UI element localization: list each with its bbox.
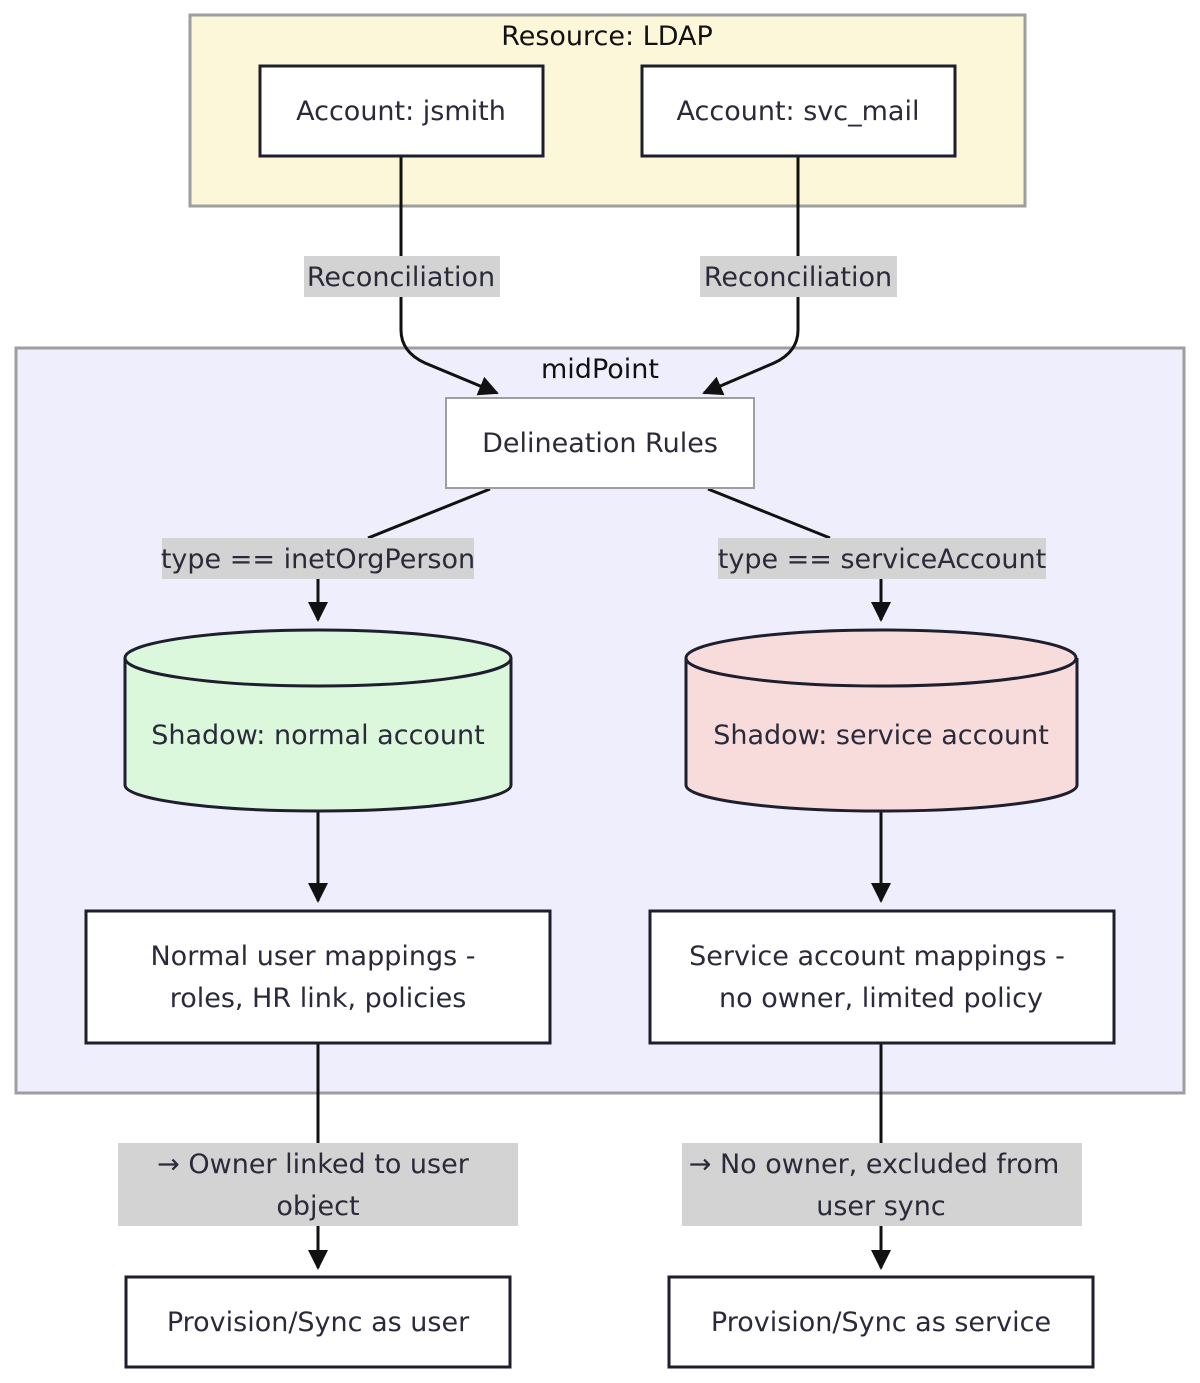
svg-text:type == inetOrgPerson: type == inetOrgPerson	[161, 544, 475, 575]
node-provision-sync-user[interactable]: Provision/Sync as user	[124, 1275, 512, 1369]
edge-delineation-to-shadow-service	[707, 487, 831, 540]
svg-text:object: object	[276, 1191, 359, 1222]
node-shadow-normal-account[interactable]: Shadow: normal account	[123, 628, 513, 813]
svg-text:Reconciliation: Reconciliation	[704, 262, 892, 293]
node-account-svc-mail-label: Account: svc_mail	[677, 96, 920, 127]
edge-label-owner-linked: → Owner linked to user object	[118, 1143, 518, 1226]
edge-delineation-to-shadow-normal	[367, 487, 491, 540]
node-shadow-service-account[interactable]: Shadow: service account	[684, 628, 1079, 813]
edge-label-type-person: type == inetOrgPerson	[161, 538, 475, 579]
svg-text:Reconciliation: Reconciliation	[307, 262, 495, 293]
node-provision-service-label: Provision/Sync as service	[711, 1307, 1051, 1338]
node-delineation-rules-label: Delineation Rules	[482, 428, 718, 459]
edge-label-type-service: type == serviceAccount	[718, 538, 1046, 579]
node-normal-user-mappings[interactable]: Normal user mappings - roles, HR link, p…	[84, 909, 552, 1045]
node-account-svc-mail[interactable]: Account: svc_mail	[640, 64, 957, 158]
svg-text:→ No owner, excluded from: → No owner, excluded from	[689, 1149, 1060, 1180]
edge-svcmail-to-delineation	[702, 157, 800, 396]
svg-text:type == serviceAccount: type == serviceAccount	[718, 544, 1046, 575]
node-service-mappings-line1: Service account mappings -	[689, 941, 1065, 972]
midpoint-title: midPoint	[541, 354, 659, 385]
edge-label-no-owner: → No owner, excluded from user sync	[682, 1143, 1082, 1226]
node-shadow-service-label: Shadow: service account	[713, 720, 1049, 751]
node-normal-mappings-line2: roles, HR link, policies	[170, 983, 467, 1014]
node-account-jsmith[interactable]: Account: jsmith	[258, 64, 545, 158]
node-service-account-mappings[interactable]: Service account mappings - no owner, lim…	[648, 909, 1116, 1045]
node-service-mappings-line2: no owner, limited policy	[719, 983, 1043, 1014]
resource-ldap-title: Resource: LDAP	[501, 21, 713, 52]
svg-text:→ Owner linked to user: → Owner linked to user	[157, 1149, 470, 1180]
node-normal-mappings-line1: Normal user mappings -	[150, 941, 475, 972]
node-provision-user-label: Provision/Sync as user	[167, 1307, 470, 1338]
edge-label-reconciliation-right: Reconciliation	[700, 256, 897, 297]
svg-text:user sync: user sync	[816, 1191, 945, 1222]
node-delineation-rules[interactable]: Delineation Rules	[445, 397, 755, 489]
node-account-jsmith-label: Account: jsmith	[296, 96, 506, 127]
node-provision-sync-service[interactable]: Provision/Sync as service	[667, 1275, 1095, 1369]
edge-label-reconciliation-left: Reconciliation	[304, 256, 500, 297]
node-shadow-normal-label: Shadow: normal account	[151, 720, 485, 751]
edge-jsmith-to-delineation	[399, 157, 499, 396]
